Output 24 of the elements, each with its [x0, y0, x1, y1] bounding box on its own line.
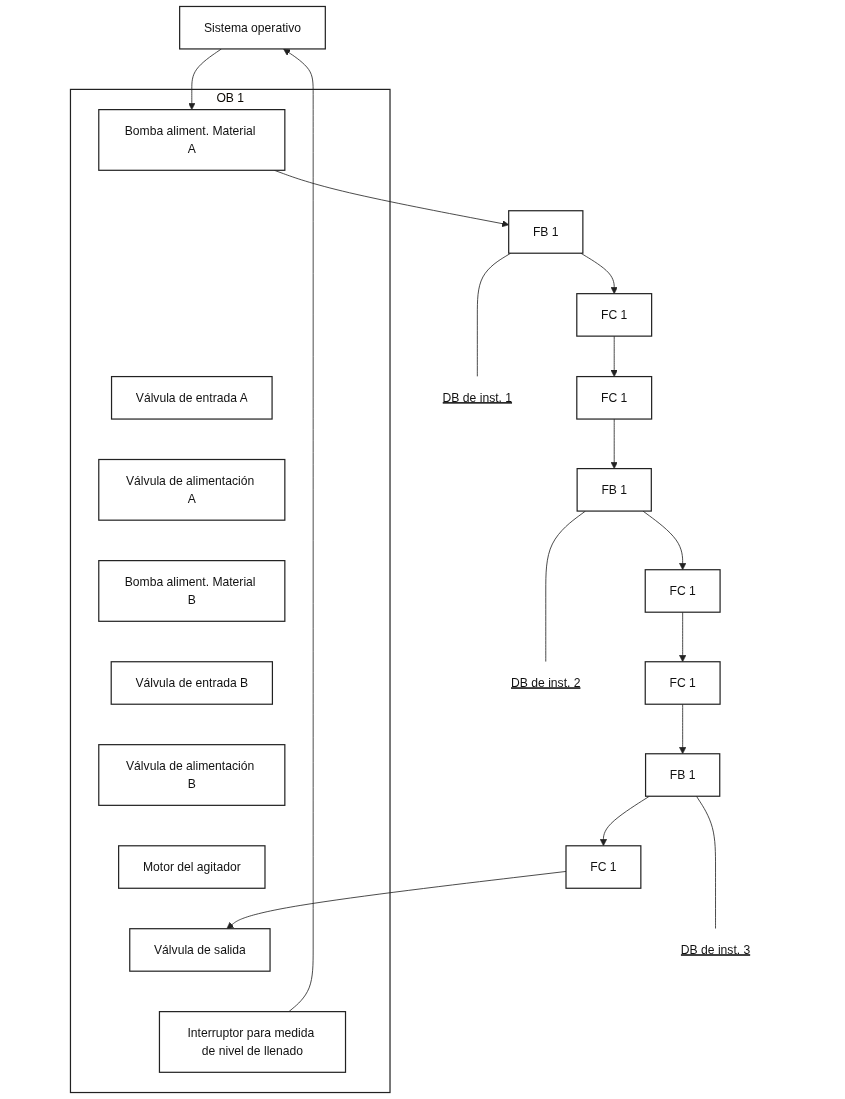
node-text: DB de inst. 2 — [511, 675, 581, 690]
node-box: Válvula de entrada B — [110, 661, 273, 705]
connector — [696, 795, 716, 930]
node-box: Válvula de alimentación A — [98, 458, 286, 521]
node-box: Interruptor para medida de nivel de llenado — [158, 1011, 347, 1073]
node-box: Motor del agitador — [118, 845, 266, 889]
node-text: DB de inst. 1 — [442, 390, 513, 405]
node-box: FC 1 — [576, 293, 653, 337]
node-box: FC 1 — [644, 569, 721, 613]
node-box: Sistema operativo — [179, 5, 326, 50]
node-box: Válvula de alimentación B — [98, 744, 286, 806]
node-box: FB 1 — [508, 210, 584, 254]
connector — [476, 252, 512, 377]
node-box: FC 1 — [644, 661, 721, 705]
node-box: FC 1 — [565, 845, 642, 889]
node-box: Bomba aliment. Material A — [98, 109, 286, 171]
node-box: Válvula de entrada A — [110, 375, 273, 420]
node-text: DB de inst. 3 — [680, 942, 751, 957]
node-box: Bomba aliment. Material B — [98, 560, 286, 622]
node-box: FB 1 — [576, 468, 652, 512]
node-box: FC 1 — [576, 375, 653, 420]
connector — [545, 510, 586, 663]
node-box: FB 1 — [644, 753, 721, 797]
node-box: Válvula de salida — [129, 928, 271, 972]
